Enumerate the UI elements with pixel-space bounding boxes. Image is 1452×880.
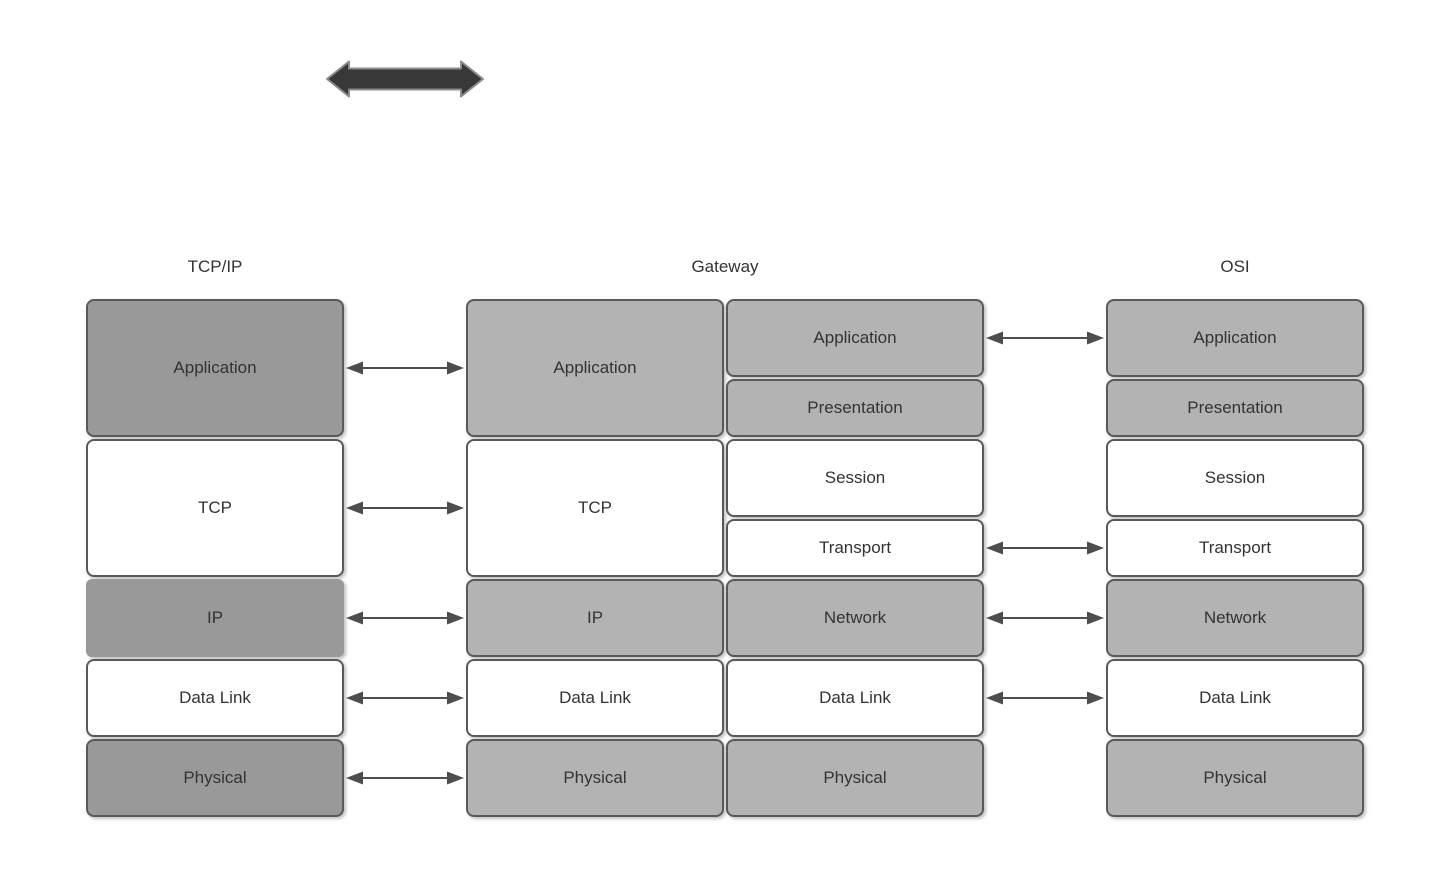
tcpip-header: TCP/IP [187, 257, 243, 276]
layer-label: Physical [563, 768, 627, 787]
osi-header: OSI [1220, 257, 1250, 276]
gateway-left-layer-tcp: TCP [466, 439, 724, 577]
gateway-right-layer-data-link: Data Link [726, 659, 984, 737]
gateway-left-layer-data-link: Data Link [466, 659, 724, 737]
tcpip-layer-physical: Physical [86, 739, 344, 817]
layer-label: Data Link [819, 688, 891, 707]
tcpip-layer-application: Application [86, 299, 344, 437]
layer-label: Session [824, 468, 886, 487]
gateway-left-layer-application: Application [466, 299, 724, 437]
gateway-right-layer-application: Application [726, 299, 984, 377]
layer-label: Network [1203, 608, 1267, 627]
layer-label: IP [206, 608, 224, 627]
arrow-tcpip-gateway-physical [346, 771, 464, 785]
arrow-tcpip-gateway-data-link [346, 691, 464, 705]
layer-label: Data Link [1199, 688, 1271, 707]
layer-label: TCP [198, 498, 232, 517]
tcpip-layer-ip: IP [86, 579, 344, 657]
layer-label: Network [823, 608, 887, 627]
tcpip-layer-data-link: Data Link [86, 659, 344, 737]
gateway-right-layer-session: Session [726, 439, 984, 517]
layer-label: Physical [1203, 768, 1267, 787]
layer-label: Data Link [179, 688, 251, 707]
osi-layer-session: Session [1106, 439, 1364, 517]
layer-label: Transport [1198, 538, 1272, 557]
arrow-gateway-osi-application [986, 331, 1104, 345]
gateway-left-layer-ip: IP [466, 579, 724, 657]
osi-layer-network: Network [1106, 579, 1364, 657]
osi-layer-physical: Physical [1106, 739, 1364, 817]
layer-label: Data Link [559, 688, 631, 707]
layer-label: Presentation [1187, 398, 1283, 417]
layer-label: Physical [823, 768, 887, 787]
layer-label: Application [1193, 328, 1277, 347]
osi-layer-presentation: Presentation [1106, 379, 1364, 437]
layer-label: Application [813, 328, 897, 347]
gateway-header: Gateway [691, 257, 759, 276]
layer-label: Application [173, 358, 257, 377]
layer-label: IP [586, 608, 604, 627]
gateway-right-layer-physical: Physical [726, 739, 984, 817]
layer-label: Transport [818, 538, 892, 557]
tcpip-layer-tcp: TCP [86, 439, 344, 577]
layer-label: Presentation [807, 398, 903, 417]
osi-layer-transport: Transport [1106, 519, 1364, 577]
layer-label: Application [553, 358, 637, 377]
arrow-tcpip-gateway-tcp [346, 501, 464, 515]
osi-layer-data-link: Data Link [1106, 659, 1364, 737]
gateway-left-layer-physical: Physical [466, 739, 724, 817]
arrow-gateway-osi-data-link [986, 691, 1104, 705]
arrow-tcpip-gateway-application [346, 361, 464, 375]
layer-label: Physical [183, 768, 247, 787]
layer-label: Session [1204, 468, 1266, 487]
osi-layer-application: Application [1106, 299, 1364, 377]
horizontal-double-arrow-icon [326, 60, 484, 98]
layer-label: TCP [578, 498, 612, 517]
gateway-right-layer-transport: Transport [726, 519, 984, 577]
arrow-gateway-osi-transport [986, 541, 1104, 555]
gateway-right-layer-presentation: Presentation [726, 379, 984, 437]
arrow-tcpip-gateway-ip [346, 611, 464, 625]
gateway-right-layer-network: Network [726, 579, 984, 657]
arrow-gateway-osi-network [986, 611, 1104, 625]
